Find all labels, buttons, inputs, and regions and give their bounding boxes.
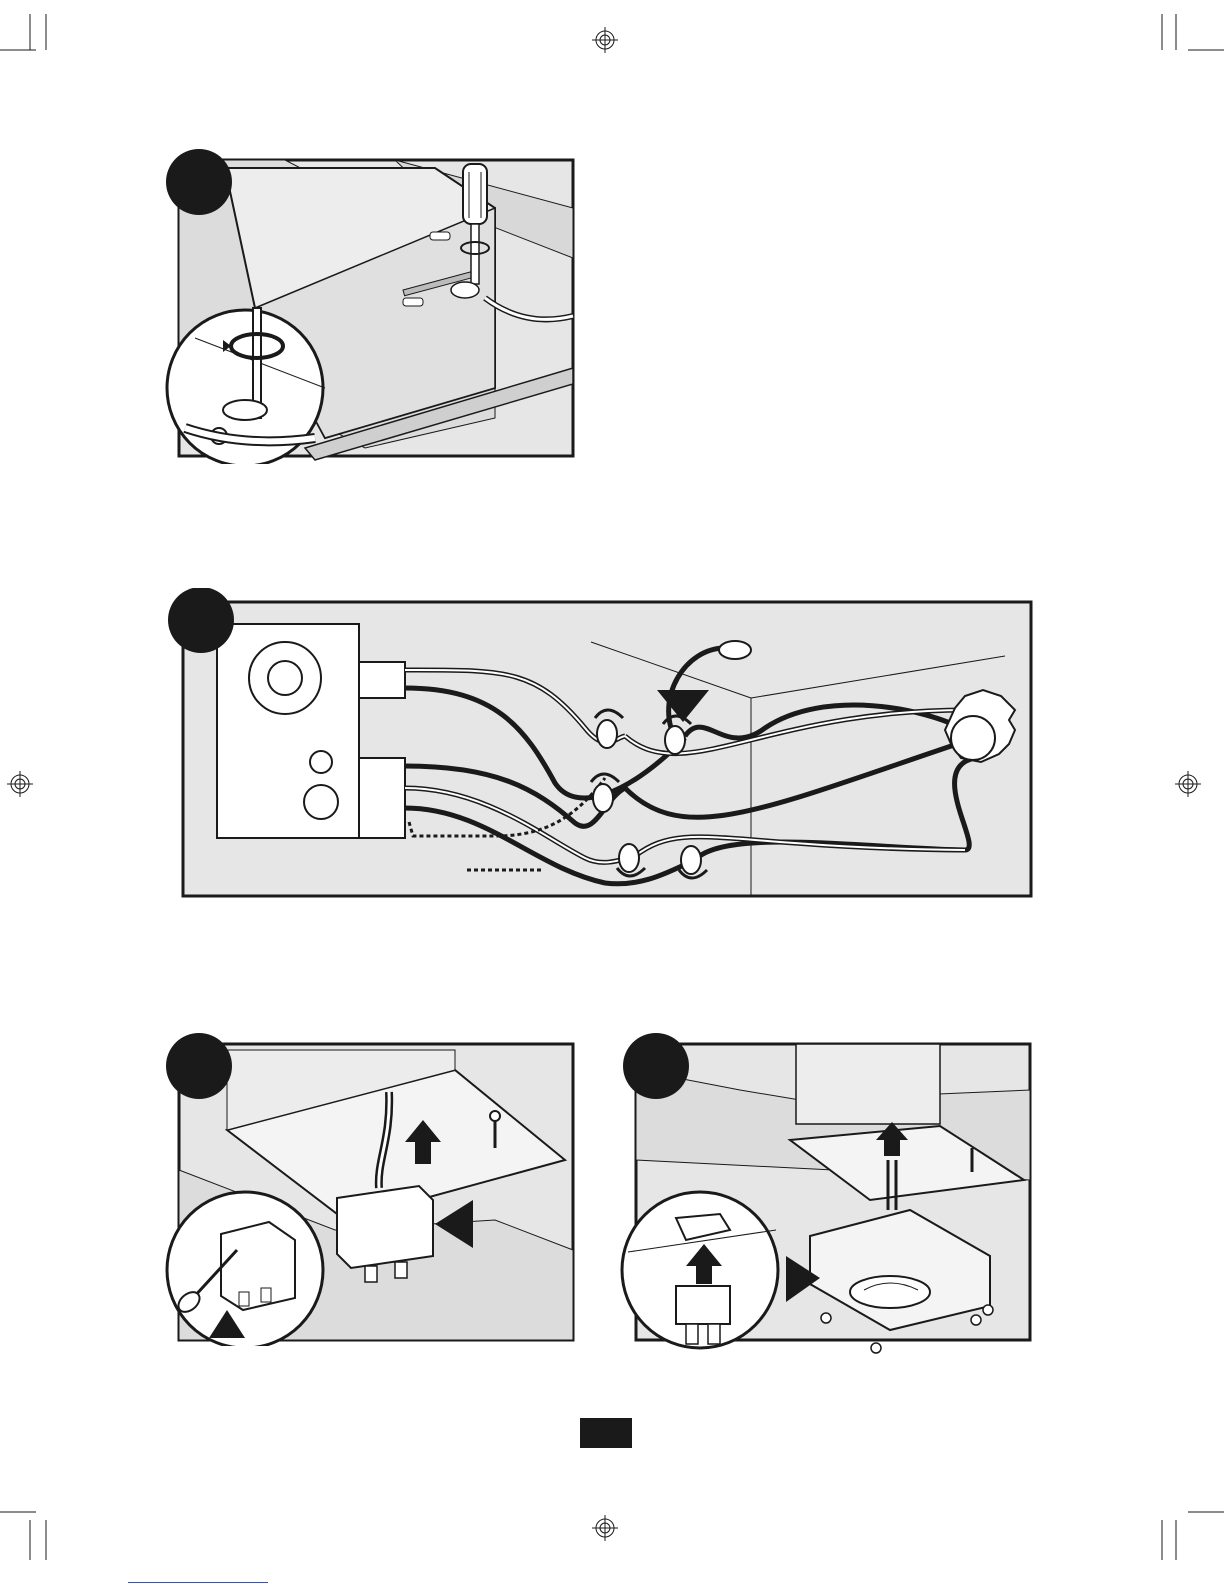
figure-a bbox=[165, 148, 577, 464]
step-number-badge bbox=[168, 588, 234, 653]
footer-rule bbox=[128, 1582, 268, 1583]
wiring-diagram-illustration bbox=[165, 588, 1035, 900]
page-number-tab bbox=[580, 1418, 632, 1448]
step-number-badge bbox=[166, 1033, 232, 1099]
junction-box-removal-illustration bbox=[165, 1030, 577, 1346]
registration-mark-icon bbox=[592, 27, 618, 53]
registration-mark-icon bbox=[7, 771, 33, 797]
screwdriver-ground-screw-illustration bbox=[165, 148, 577, 464]
figure-c bbox=[165, 1030, 577, 1346]
step-number-badge bbox=[623, 1033, 689, 1099]
registration-mark-icon bbox=[1175, 771, 1201, 797]
registration-mark-icon bbox=[592, 1515, 618, 1541]
step-number-badge bbox=[166, 149, 232, 215]
figure-b bbox=[165, 588, 1035, 900]
figure-d bbox=[620, 1030, 1036, 1362]
motor-assembly-connector-illustration bbox=[620, 1030, 1036, 1362]
